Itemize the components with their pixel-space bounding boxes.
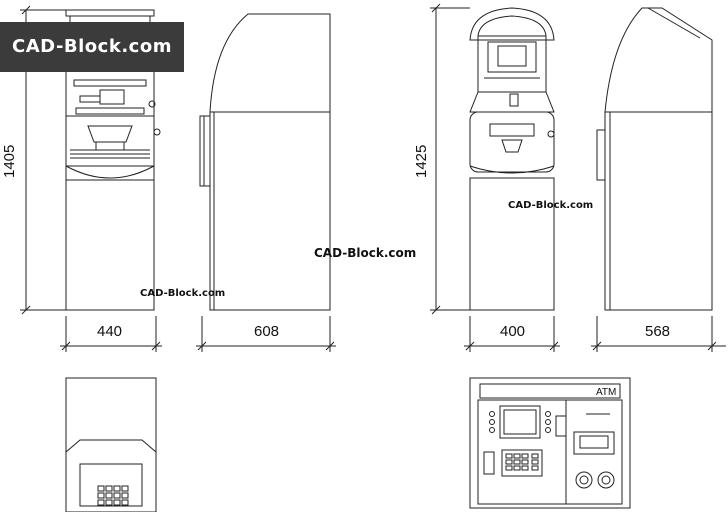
- dim-width-568: 568: [645, 323, 670, 340]
- atm2-front-view: [470, 8, 554, 310]
- atm-label: ATM: [596, 387, 616, 398]
- dim-width-440: 440: [97, 323, 122, 340]
- watermark-text: CAD-Block.com: [314, 246, 417, 260]
- watermark-text: CAD-Block.com: [508, 200, 594, 211]
- atm1-side-view: [200, 14, 330, 310]
- watermark-badge: CAD-Block.com: [0, 22, 184, 72]
- pin-pad-icon: [502, 450, 542, 476]
- atm1-front-view: [66, 10, 160, 310]
- atm-front-panel: ATM: [470, 378, 630, 508]
- dim-right-height: 1425: [413, 145, 430, 178]
- dim-left-height: 1405: [1, 145, 18, 178]
- dim-width-400: 400: [500, 323, 525, 340]
- atm1-top-view: [66, 378, 156, 512]
- dimension-lines: [20, 4, 726, 352]
- atm2-side-view: [597, 8, 712, 310]
- keypad-icon: [98, 486, 128, 505]
- watermark-text: CAD-Block.com: [140, 288, 226, 299]
- dim-width-608: 608: [254, 323, 279, 340]
